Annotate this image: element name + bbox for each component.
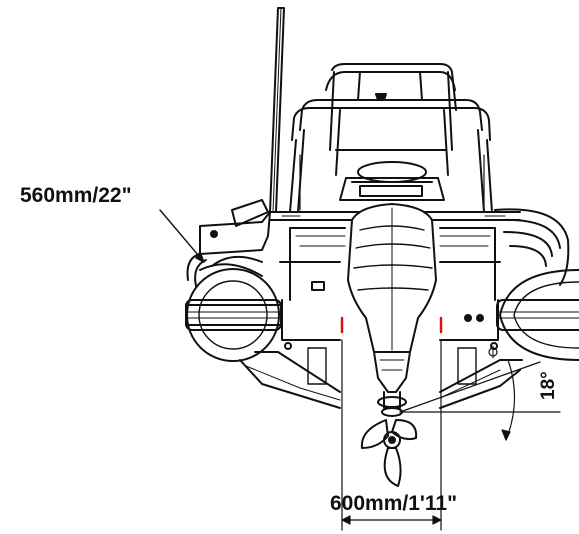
outboard-engine [347, 203, 437, 417]
propeller [360, 419, 418, 487]
left-tube [185, 268, 282, 362]
right-tube [496, 269, 579, 361]
console [339, 161, 445, 201]
right-tube-segments [494, 208, 570, 286]
tube-diameter-label: 560mm/22" [20, 184, 132, 207]
deadrise-angle-construction [399, 345, 561, 441]
left-seat [199, 199, 271, 255]
antenna [269, 7, 285, 213]
engine-spacing-dimension [341, 339, 442, 531]
engine-mount-markers [340, 316, 443, 334]
rollbar-frame [289, 63, 493, 213]
deadrise-angle-label: 18° [538, 371, 559, 400]
engine-spacing-label: 600mm/1'11" [330, 492, 457, 515]
deck-rails [269, 211, 521, 301]
tube-diameter-leader [159, 209, 205, 263]
hull-transom [239, 261, 523, 409]
